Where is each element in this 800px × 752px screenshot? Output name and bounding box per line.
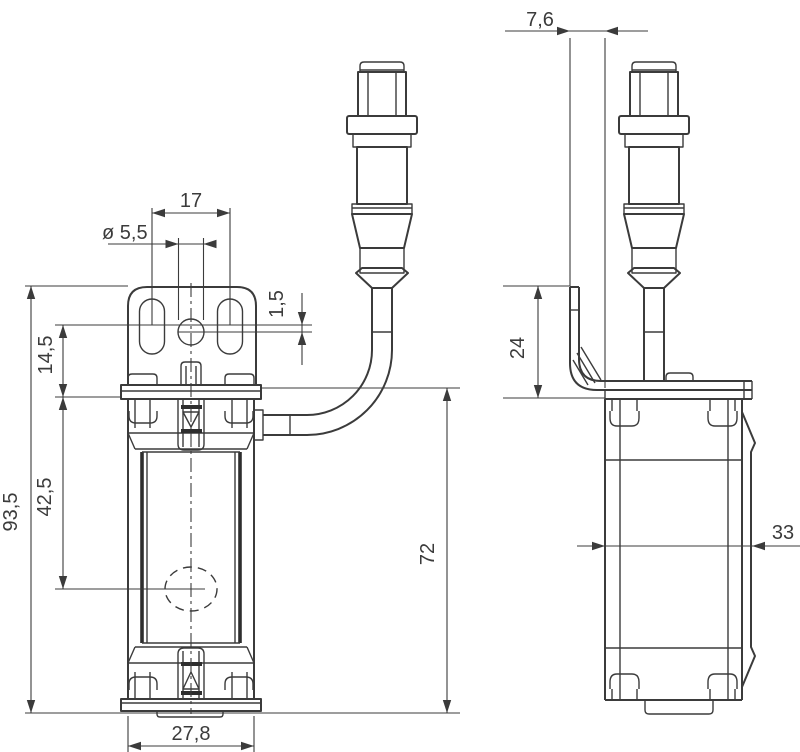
connector-nut	[346, 115, 418, 135]
bottom-tab	[156, 711, 224, 718]
dim-label-slot-to-body: 14,5	[35, 336, 57, 375]
bottom-foot	[644, 700, 714, 715]
side-clip-profile	[741, 411, 756, 688]
connector-nut-side	[618, 115, 690, 135]
screw-boss-top-right	[707, 411, 738, 427]
cable-gland-front	[253, 409, 264, 441]
mounting-bracket-front	[127, 286, 257, 385]
screw-head-left	[128, 411, 158, 424]
cable-gland-dome	[665, 372, 694, 381]
dim-label-bracket-height: 24	[507, 337, 529, 359]
screw-head-bottom-right	[224, 676, 254, 690]
dim-label-overall-height: 93,5	[0, 493, 22, 532]
screw-boss-top-left	[609, 411, 640, 427]
dim-label-body-depth: 33	[772, 522, 794, 544]
front-view	[120, 61, 418, 718]
screw-head-bottom-left	[128, 676, 158, 690]
actuator-slot-bottom	[177, 647, 205, 699]
dim-label-hole-diameter: ø 5,5	[102, 222, 148, 244]
m12-connector-front	[346, 61, 418, 289]
connector-barrel-side	[628, 146, 680, 205]
switch-head-bottom-front	[120, 646, 262, 718]
actuator-slot-top	[177, 399, 205, 451]
dim-label-body-height: 72	[417, 543, 439, 565]
m12-connector-side	[618, 61, 690, 381]
dim-label-hole-offset: 1,5	[266, 290, 288, 318]
dim-label-actuator-center: 42,5	[34, 478, 56, 517]
dim-label-bracket-offset: 7,6	[526, 9, 554, 31]
connector-barrel	[356, 146, 408, 205]
dim-label-body-width: 27,8	[172, 723, 211, 745]
strain-relief-side	[627, 267, 681, 289]
switch-top-plate-side	[597, 372, 753, 400]
switch-body-side	[604, 399, 756, 715]
cable-front	[263, 288, 393, 436]
mounting-bracket-side	[569, 286, 752, 391]
strain-relief	[355, 267, 409, 289]
screw-head-right	[224, 411, 254, 424]
screw-boss-bottom-left	[609, 673, 640, 689]
screw-boss-bottom-right	[707, 673, 738, 689]
screw-top-left	[127, 373, 158, 385]
dimension-annotations: 17 ø 5,5 1,5 14,5 42,5 93,5 72 7,6 24 33…	[0, 9, 800, 752]
dim-label-hole-spacing: 17	[180, 190, 202, 212]
side-view	[569, 61, 756, 715]
screw-top-right	[224, 373, 255, 385]
